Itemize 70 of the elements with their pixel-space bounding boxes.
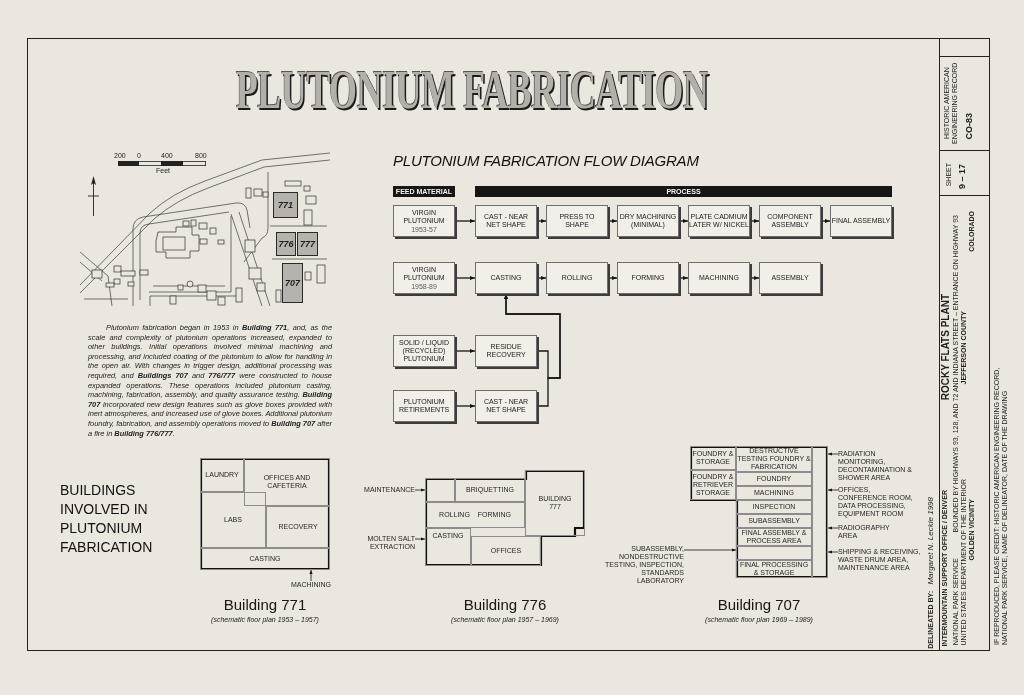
building-number: 707 xyxy=(285,278,300,288)
process-box xyxy=(475,390,537,422)
floor-plan xyxy=(200,458,330,570)
floor-plan-room xyxy=(471,536,541,566)
flow-arrow xyxy=(607,219,618,223)
section-heading: BUILDINGS INVOLVED IN PLUTONIUM FABRICATION xyxy=(60,481,154,557)
header-band xyxy=(475,186,892,197)
flow-arrow xyxy=(536,276,547,280)
flow-arrow xyxy=(454,276,476,280)
sheet-number: 9 – 17 xyxy=(957,163,967,189)
process-box xyxy=(617,262,679,294)
flow-arrow xyxy=(504,293,561,407)
plan-title: Building 771 xyxy=(223,596,307,614)
floor-plan-room xyxy=(736,528,812,546)
floor-plan xyxy=(425,470,585,566)
process-box xyxy=(759,262,821,294)
process-box xyxy=(759,205,821,237)
floor-plan-room xyxy=(200,458,244,492)
delineator-name: Margaret N. Leckie 1998 xyxy=(926,497,935,585)
process-box xyxy=(830,205,892,237)
map-building xyxy=(273,192,298,218)
floor-plan-room xyxy=(266,506,330,548)
map-building xyxy=(276,232,296,256)
plan-title: Building 707 xyxy=(717,596,801,614)
floor-plan-room xyxy=(425,528,471,566)
floor-plan-room xyxy=(200,492,266,548)
building-number: 777 xyxy=(300,239,315,249)
floor-plan-room xyxy=(200,548,330,570)
flow-arrow xyxy=(536,219,547,223)
map-building xyxy=(297,232,318,256)
process-box xyxy=(393,262,455,294)
flow-arrow xyxy=(678,219,689,223)
process-box xyxy=(393,390,455,422)
corridor-strip xyxy=(812,446,828,578)
floor-plan-room xyxy=(425,502,525,528)
record-number: CO-83 xyxy=(964,113,974,140)
flow-arrow xyxy=(454,349,476,353)
flow-arrow xyxy=(749,219,760,223)
flow-arrow xyxy=(749,276,760,280)
process-box xyxy=(475,205,537,237)
process-box xyxy=(393,205,455,237)
flow-arrow xyxy=(678,276,689,280)
floor-plan-room xyxy=(736,486,812,500)
process-box xyxy=(688,205,750,237)
floor-plan-room xyxy=(525,470,585,536)
flow-arrow xyxy=(607,276,618,280)
building-number: 771 xyxy=(278,200,293,210)
floor-plan-room xyxy=(736,472,812,486)
floor-plan-room xyxy=(736,514,812,528)
process-box xyxy=(475,335,537,367)
floor-plan xyxy=(690,446,828,578)
building-number: 776 xyxy=(278,239,294,249)
floor-plan-room xyxy=(736,500,812,514)
plan-title: Building 776 xyxy=(463,596,547,614)
floor-plan-room xyxy=(244,458,330,506)
process-box xyxy=(688,262,750,294)
flow-arrow xyxy=(454,404,476,408)
process-box xyxy=(475,262,537,294)
process-box xyxy=(617,205,679,237)
floor-plan-room xyxy=(425,478,455,502)
floor-plan-room xyxy=(736,546,812,560)
flow-arrow xyxy=(454,219,476,223)
diagram-heading: PLUTONIUM FABRICATION FLOW DIAGRAM xyxy=(393,152,699,170)
flow-arrow xyxy=(820,219,831,223)
process-box xyxy=(546,262,608,294)
process-box xyxy=(546,205,608,237)
map-building xyxy=(282,263,303,303)
site-name: ROCKY FLATS PLANT xyxy=(941,293,951,400)
page-title: PLUTONIUM FABRICATION xyxy=(235,63,709,117)
floor-plan-room xyxy=(455,478,525,502)
